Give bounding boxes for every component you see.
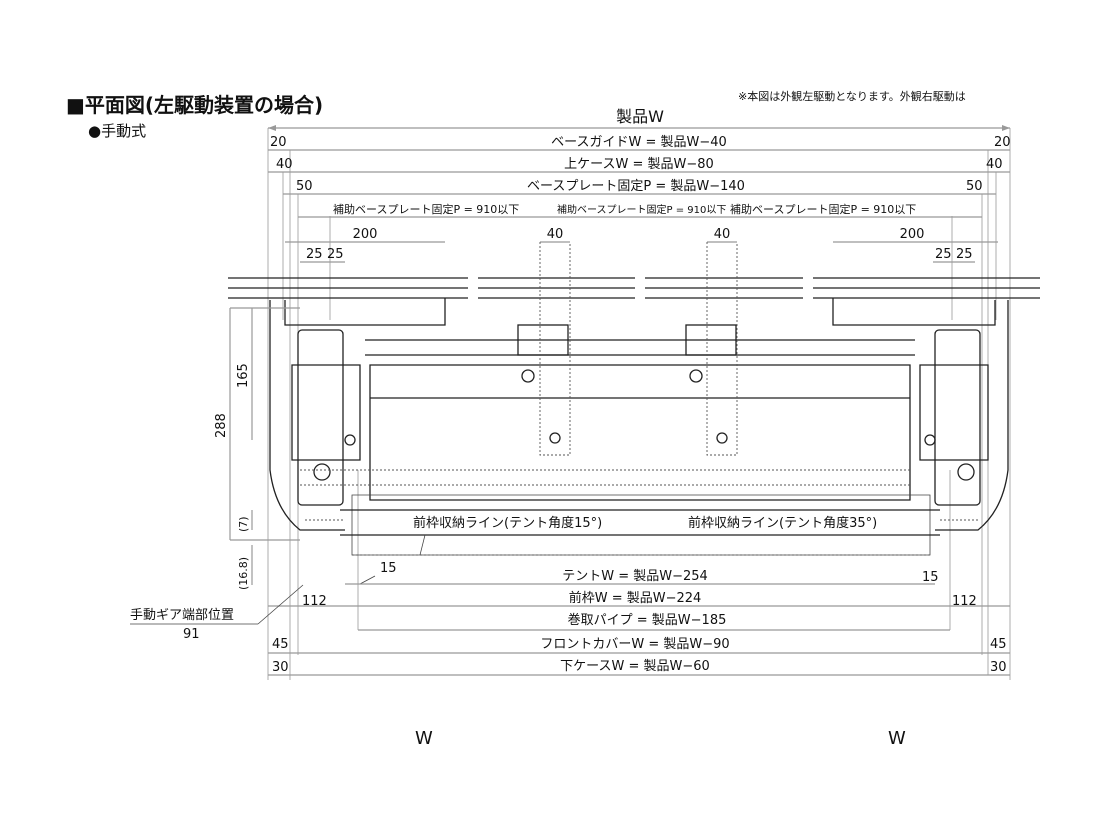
drawing-title: ■平面図(左駆動装置の場合)	[66, 93, 323, 117]
dim-40-right: 40	[986, 157, 1003, 172]
dim-112-left: 112	[302, 594, 327, 609]
case-body	[269, 298, 1009, 556]
gear-end-value: 91	[183, 627, 200, 642]
dim-40-center-1: 40	[547, 227, 564, 242]
tent-width-label: テントW = 製品W−254	[562, 569, 708, 584]
dim-45-right: 45	[990, 637, 1007, 652]
aux-plate-label-1: 補助ベースプレート固定P = 910以下	[333, 202, 519, 216]
dim-25-a: 25	[306, 247, 323, 262]
leader-line	[419, 534, 426, 556]
lower-case-label: 下ケースW = 製品W−60	[560, 659, 710, 674]
width-label-cut-left: W	[415, 728, 433, 749]
sub-dims	[285, 241, 998, 263]
dim-288: 288	[214, 413, 229, 438]
front-frame-label: 前枠W = 製品W−224	[569, 590, 702, 606]
dim-45-left: 45	[272, 637, 289, 652]
dim-200-right: 200	[900, 227, 925, 242]
storage-line-35-label: 前枠収納ライン(テント角度35°)	[688, 515, 877, 531]
front-cover-label: フロントカバーW = 製品W−90	[540, 637, 729, 652]
dim-165: 165	[236, 363, 251, 388]
aux-plate-label-3: 補助ベースプレート固定P = 910以下	[730, 202, 916, 216]
dim-200-left: 200	[353, 227, 378, 242]
dim-20-right: 20	[994, 135, 1011, 150]
gear-leader	[257, 584, 304, 625]
dim-50-left: 50	[296, 179, 313, 194]
dim-40-left: 40	[276, 157, 293, 172]
aux-plate-label-2: 補助ベースプレート固定P = 910以下	[557, 203, 726, 216]
note-text: ※本図は外観左駆動となります。外観右駆動は	[738, 89, 966, 103]
leader-15	[359, 575, 376, 585]
dim-30-right: 30	[990, 660, 1007, 675]
dim-40-center-2: 40	[714, 227, 731, 242]
drive-type: ●手動式	[88, 122, 146, 140]
dim-15-right: 15	[922, 570, 939, 585]
hidden-lines	[300, 242, 978, 556]
width-label-cut-right: W	[888, 728, 906, 749]
roll-pipe-label: 巻取パイプ = 製品W−185	[568, 613, 727, 628]
dim-16-8: (16.8)	[237, 557, 250, 590]
storage-line-15-label: 前枠収納ライン(テント角度15°)	[413, 515, 602, 531]
dim-112-right: 112	[952, 594, 977, 609]
gear-end-label: 手動ギア端部位置	[130, 608, 234, 623]
upper-case-label: 上ケースW = 製品W−80	[564, 157, 714, 172]
dim-25-d: 25	[956, 247, 973, 262]
dim-15-left: 15	[380, 561, 397, 576]
base-guide-rails	[228, 277, 1040, 299]
dim-7: (7)	[237, 516, 250, 532]
base-guide-label: ベースガイドW = 製品W−40	[551, 135, 727, 150]
overall-width-label: 製品W	[616, 107, 664, 126]
base-plate-label: ベースプレート固定P = 製品W−140	[527, 179, 745, 194]
vertical-dims	[229, 307, 300, 585]
dim-50-right: 50	[966, 179, 983, 194]
dim-20-left: 20	[270, 135, 287, 150]
dim-25-c: 25	[935, 247, 952, 262]
dim-25-b: 25	[327, 247, 344, 262]
dim-30-left: 30	[272, 660, 289, 675]
